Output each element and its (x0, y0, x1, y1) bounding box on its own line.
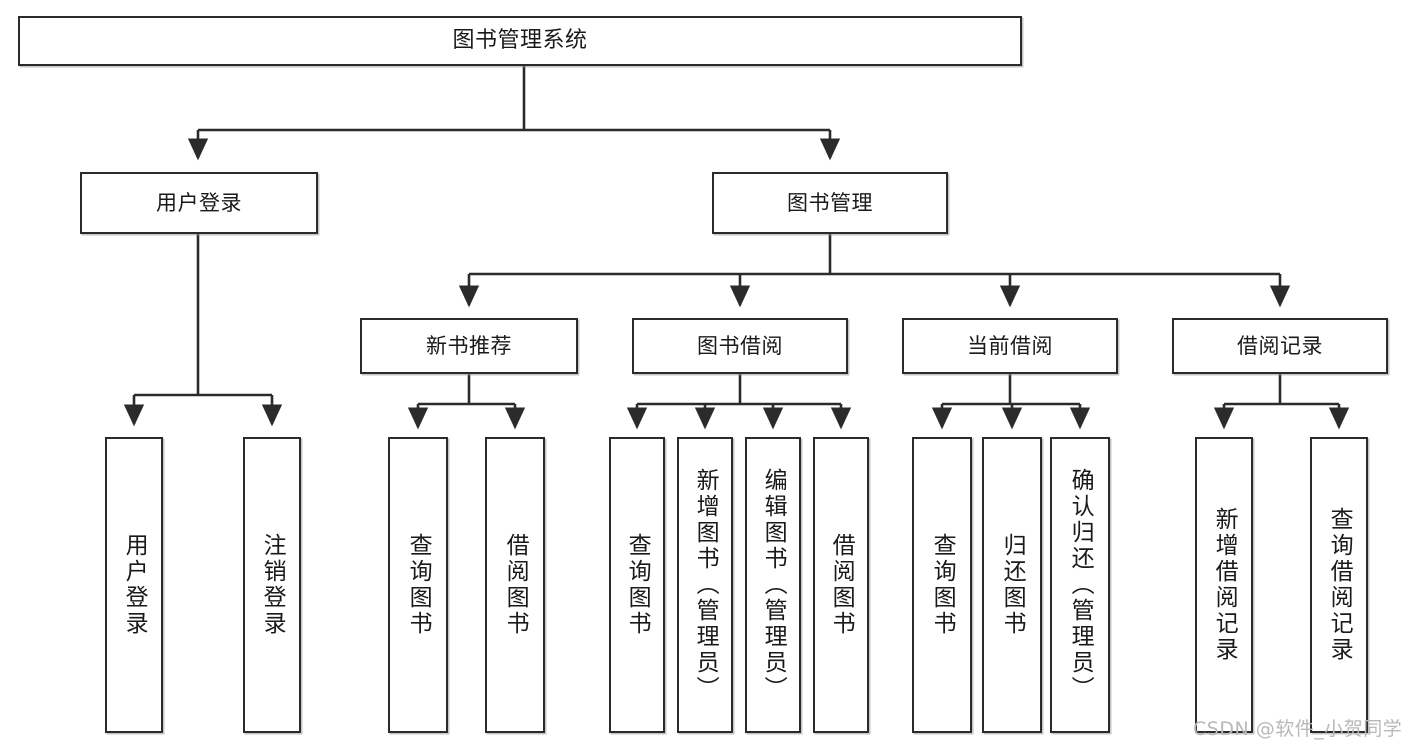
leaf-edit-book-admin[interactable]: 编辑图书（管理员） (745, 437, 801, 733)
node-label: 确认归还（管理员） (1067, 468, 1094, 702)
node-label: 注销登录 (259, 533, 286, 637)
node-book-borrow[interactable]: 图书借阅 (632, 318, 848, 374)
node-label: 图书管理 (787, 190, 873, 215)
node-current-borrow[interactable]: 当前借阅 (902, 318, 1118, 374)
csdn-watermark: CSDN @软件_小贺同学 (1193, 718, 1403, 740)
leaf-query-book-current[interactable]: 查询图书 (912, 437, 972, 733)
node-label: 查询图书 (929, 533, 956, 637)
leaf-query-book-borrow[interactable]: 查询图书 (609, 437, 665, 733)
node-label: 图书借阅 (697, 333, 783, 358)
node-user-login[interactable]: 用户登录 (80, 172, 318, 234)
leaf-add-borrow-record[interactable]: 新增借阅记录 (1195, 437, 1253, 733)
node-label: 归还图书 (999, 533, 1026, 637)
node-borrow-record[interactable]: 借阅记录 (1172, 318, 1388, 374)
node-label: 新增图书（管理员） (692, 468, 719, 702)
node-label: 借阅图书 (828, 533, 855, 637)
node-label: 新增借阅记录 (1211, 507, 1238, 663)
node-label: 用户登录 (121, 533, 148, 637)
node-label: 借阅记录 (1237, 333, 1323, 358)
node-label: 借阅图书 (502, 533, 529, 637)
leaf-borrow-book-recommendation[interactable]: 借阅图书 (485, 437, 545, 733)
node-label: 图书管理系统 (452, 27, 588, 53)
node-book-management[interactable]: 图书管理 (712, 172, 948, 234)
node-root-book-management-system[interactable]: 图书管理系统 (18, 16, 1022, 66)
node-label: 编辑图书（管理员） (760, 468, 787, 702)
leaf-return-book[interactable]: 归还图书 (982, 437, 1042, 733)
leaf-user-login[interactable]: 用户登录 (105, 437, 163, 733)
node-new-book-recommendation[interactable]: 新书推荐 (360, 318, 578, 374)
node-label: 新书推荐 (426, 333, 512, 358)
leaf-confirm-return-admin[interactable]: 确认归还（管理员） (1050, 437, 1110, 733)
node-label: 当前借阅 (967, 333, 1053, 358)
node-label: 用户登录 (156, 190, 242, 215)
leaf-add-book-admin[interactable]: 新增图书（管理员） (677, 437, 733, 733)
node-label: 查询借阅记录 (1326, 507, 1353, 663)
node-label: 查询图书 (405, 533, 432, 637)
leaf-query-borrow-record[interactable]: 查询借阅记录 (1310, 437, 1368, 733)
leaf-query-book-recommendation[interactable]: 查询图书 (388, 437, 448, 733)
leaf-user-logout[interactable]: 注销登录 (243, 437, 301, 733)
leaf-borrow-book[interactable]: 借阅图书 (813, 437, 869, 733)
node-label: 查询图书 (624, 533, 651, 637)
